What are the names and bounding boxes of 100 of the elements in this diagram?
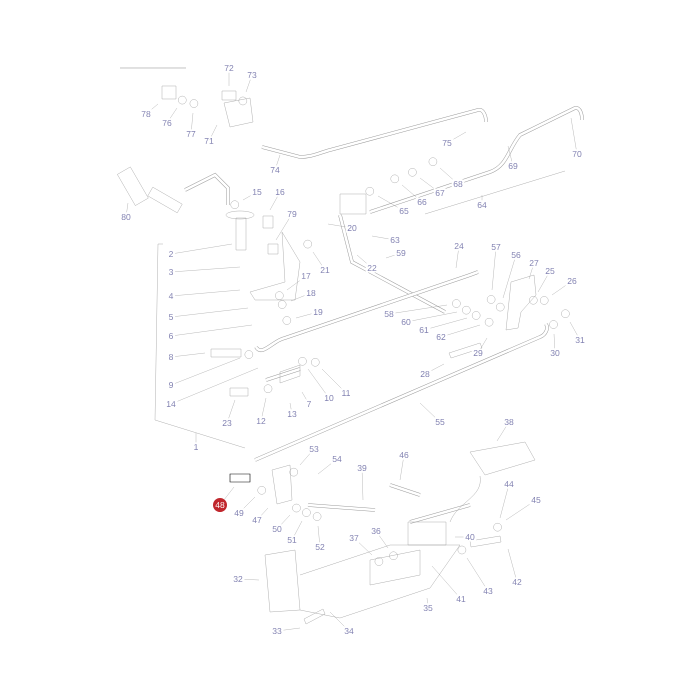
callout-number: 37 (348, 533, 360, 543)
callout-number: 43 (482, 586, 494, 596)
callout-number: 46 (398, 450, 410, 460)
callout-number: 31 (574, 335, 586, 345)
callout-number: 54 (330, 454, 344, 464)
leader-line (276, 218, 290, 240)
leader-line (174, 324, 252, 336)
callout-number: 41 (454, 594, 468, 604)
callout-number: 56 (510, 250, 522, 260)
callout-number: 33 (270, 626, 284, 636)
callout-number: 68 (452, 179, 464, 189)
callout-number: 3 (167, 267, 175, 277)
leader-line (270, 196, 278, 210)
leader-line (372, 236, 389, 240)
leader-line (290, 402, 292, 410)
callout-number: 19 (312, 307, 324, 317)
callout-number: 63 (388, 235, 402, 245)
callout-number: 59 (394, 248, 408, 258)
callout-number: 65 (398, 206, 410, 216)
callout-number: 35 (422, 603, 434, 613)
callout-number: 12 (254, 416, 268, 426)
callout-number: 50 (270, 524, 284, 534)
leader-line (276, 154, 280, 166)
callout-number: 78 (140, 109, 152, 119)
callout-number: 75 (440, 138, 454, 148)
leader-line (191, 112, 194, 130)
leader-line (174, 352, 206, 357)
leader-line (386, 254, 395, 258)
callout-number: 36 (370, 526, 382, 536)
leader-line (174, 266, 240, 272)
callout-number: 16 (274, 187, 286, 197)
leader-line (496, 426, 506, 442)
leader-line (283, 628, 300, 630)
leader-line (358, 542, 372, 556)
leader-line (242, 196, 251, 200)
callout-number: 21 (318, 266, 332, 274)
callout-number: 20 (346, 223, 358, 233)
leader-line (224, 486, 234, 500)
leader-line (552, 285, 566, 296)
callout-number: 7 (305, 400, 313, 408)
callout-number: 77 (184, 130, 198, 138)
callout-number: 2 (167, 250, 175, 258)
leader-line (328, 224, 346, 228)
callout-number: 6 (167, 331, 175, 341)
callout-number: 70 (570, 149, 584, 159)
leader-line (152, 104, 158, 110)
leader-line (440, 168, 453, 180)
callout-number: 52 (314, 542, 326, 552)
callout-number: 9 (167, 380, 175, 390)
callout-number: 34 (342, 626, 356, 636)
leader-line (528, 268, 533, 280)
callout-number: 44 (502, 480, 516, 488)
callout-number: 25 (544, 266, 556, 276)
callout-number: 58 (382, 309, 396, 319)
callout-number: 28 (418, 369, 432, 379)
leader-line (378, 196, 398, 208)
leader-line (126, 202, 128, 212)
callout-number: 1 (192, 442, 200, 452)
callout-number: 51 (286, 536, 298, 544)
callout-number: 18 (304, 288, 318, 298)
leader-line (318, 526, 320, 542)
callout-number: 14 (164, 400, 178, 408)
callout-number: 42 (510, 578, 524, 586)
callout-number: 8 (167, 352, 175, 362)
leader-line (508, 548, 516, 578)
callout-number: 32 (232, 574, 244, 584)
callout-number: 62 (434, 332, 448, 342)
callout-number: 38 (502, 417, 516, 427)
leader-line (480, 338, 488, 348)
callout-number: 22 (366, 264, 378, 272)
leader-line (211, 124, 218, 137)
callout-number: 76 (160, 118, 174, 128)
leader-line (362, 472, 364, 500)
callout-number: 10 (322, 393, 336, 403)
callout-number: 60 (400, 317, 412, 327)
callout-number: 15 (250, 188, 264, 196)
callout-number: 48 (213, 498, 228, 512)
leader-line (330, 612, 344, 626)
callout-number: 64 (476, 200, 488, 210)
leader-line (308, 368, 326, 394)
leader-line (570, 322, 578, 336)
leader-line (302, 392, 306, 400)
leader-line (492, 252, 496, 290)
callout-number: 79 (286, 209, 298, 219)
callout-number: 24 (452, 242, 466, 250)
callout-number: 23 (220, 418, 234, 428)
leader-line (294, 520, 302, 536)
callout-number: 61 (418, 325, 430, 335)
callout-number: 80 (120, 212, 132, 222)
leader-line (431, 364, 444, 371)
leader-line (174, 290, 240, 296)
callout-number: 29 (472, 348, 484, 358)
leader-line (432, 566, 458, 595)
callout-number: 69 (506, 161, 520, 171)
callout-number: 47 (250, 516, 264, 524)
callout-number: 73 (246, 70, 258, 80)
leader-line (502, 260, 515, 298)
leader-line (244, 579, 260, 580)
leader-line (300, 454, 310, 466)
leader-line (262, 398, 266, 416)
